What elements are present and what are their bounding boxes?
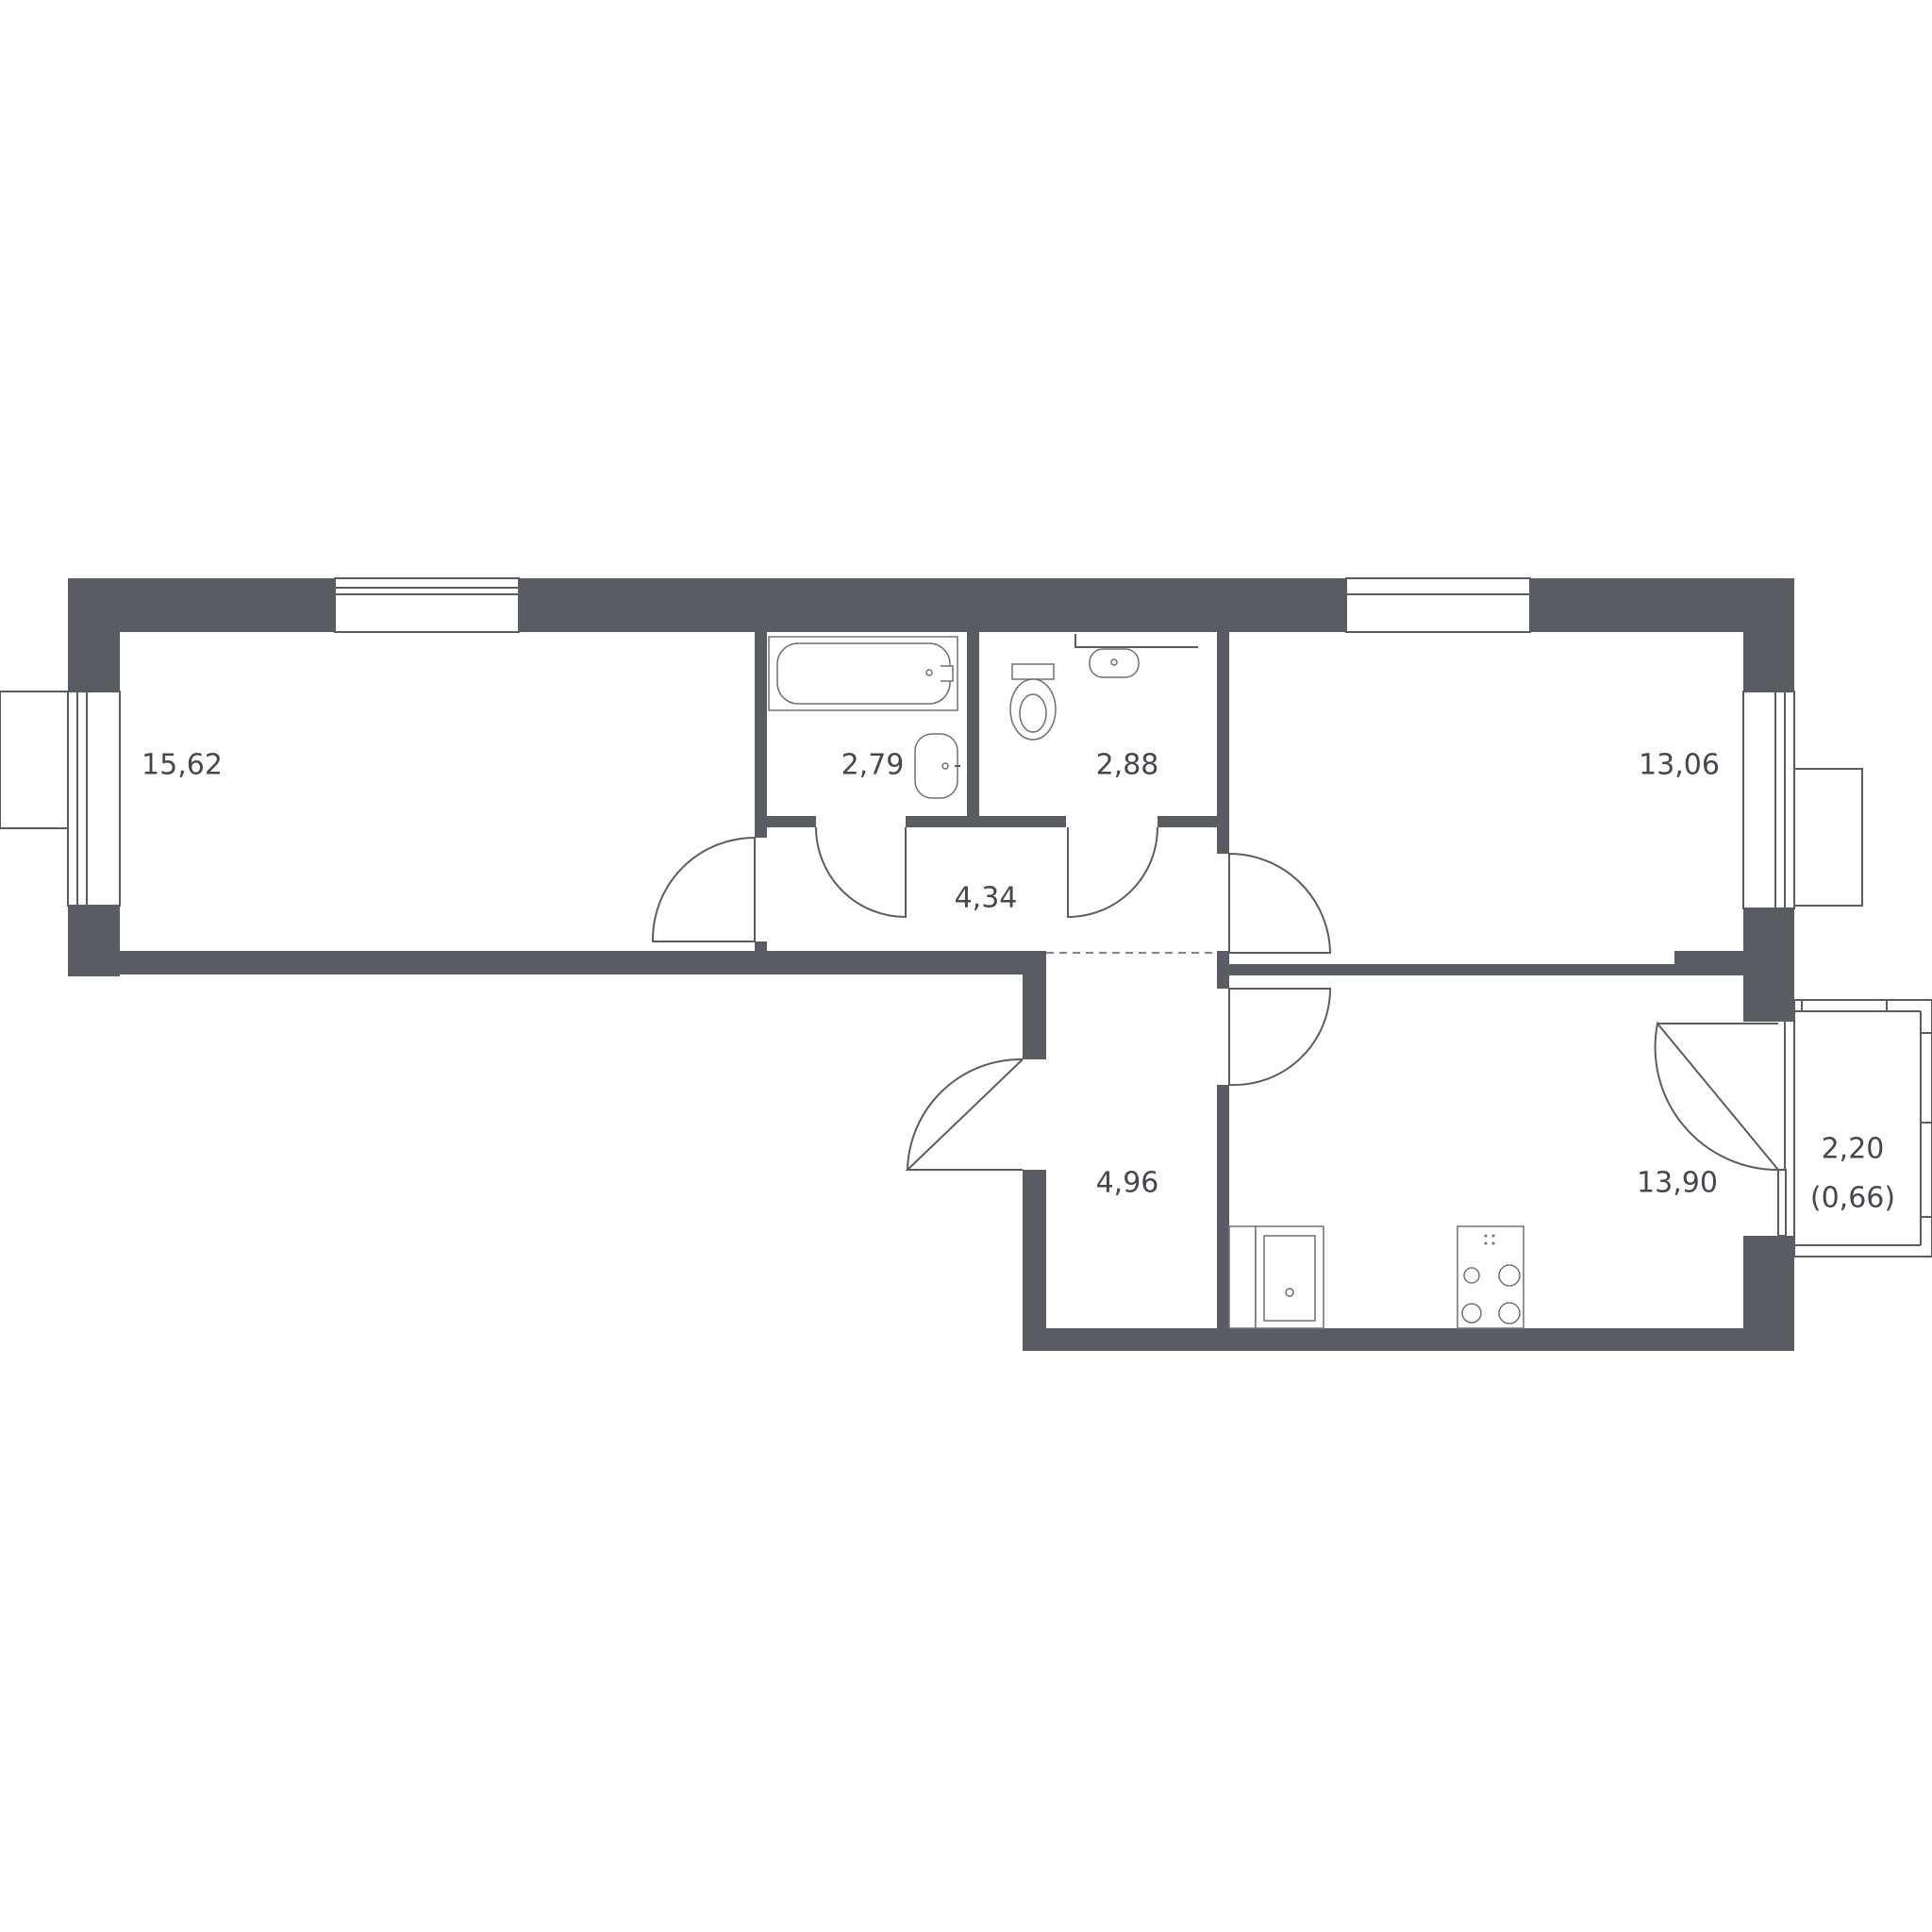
cooktop-icon — [1457, 1225, 1524, 1329]
window-left — [67, 691, 121, 907]
doors — [651, 826, 1779, 1172]
wall-bath-left — [755, 632, 767, 821]
door-right-room — [1228, 853, 1332, 954]
area-hall: 4,96 — [1096, 1167, 1159, 1200]
kitchen-sink-icon — [1228, 1225, 1324, 1329]
wall-corridor-left-stub — [755, 941, 767, 953]
wall-top — [68, 578, 1794, 632]
sink-icon — [914, 733, 960, 799]
wall-hall-left-upper — [1023, 951, 1046, 1059]
balcony-frame — [1793, 999, 1932, 1257]
wall-hall-kitchen — [1217, 1085, 1229, 1328]
wall-room-kitchen — [1229, 964, 1743, 975]
wall-hall-left-lower — [1023, 1170, 1046, 1351]
wc-sink-icon — [1074, 634, 1198, 678]
balcony-door-frame — [1777, 1169, 1787, 1237]
wall-bath-bottom-b — [906, 816, 1066, 827]
wall-bath-bottom-a — [755, 816, 816, 827]
door-left-room — [651, 837, 756, 942]
door-balcony — [1654, 1021, 1779, 1172]
wall-wc-right — [1217, 632, 1229, 854]
window-right-sill — [1793, 768, 1863, 907]
area-room-left: 15,62 — [142, 749, 223, 782]
door-kitchen — [1228, 988, 1332, 1087]
area-balcony: 2,20 — [1822, 1133, 1885, 1166]
door-toilet — [1067, 826, 1158, 919]
wall-right-mid — [1743, 908, 1794, 1022]
window-right — [1742, 691, 1795, 909]
fixtures — [768, 634, 1524, 1329]
area-room-right: 13,06 — [1639, 749, 1720, 782]
wall-stub-junction — [1217, 951, 1229, 989]
window-top-right — [1345, 577, 1531, 633]
window-top-left — [334, 577, 520, 633]
toilet-icon — [1009, 663, 1057, 741]
wall-left-room-bottom — [68, 951, 1023, 974]
area-balcony-reduced: (0,66) — [1810, 1182, 1895, 1215]
wall-bath-wc — [967, 632, 979, 821]
area-bathroom: 2,79 — [841, 749, 905, 782]
door-bathroom — [815, 826, 907, 919]
window-left-sill — [0, 691, 69, 829]
door-entrance — [905, 1058, 1024, 1171]
wall-wc-bottom — [1158, 816, 1229, 827]
balcony-outline — [1777, 999, 1932, 1257]
area-labels: 15,62 2,79 2,88 13,06 4,34 4,96 13,90 2,… — [142, 749, 1895, 1215]
area-kitchen: 13,90 — [1637, 1167, 1718, 1200]
windows — [0, 577, 1863, 1340]
area-toilet: 2,88 — [1096, 749, 1159, 782]
wall-bottom — [1023, 1328, 1794, 1351]
bathtub-icon — [768, 636, 958, 711]
wall-left-upper — [68, 578, 120, 691]
area-corridor: 4,34 — [955, 882, 1018, 915]
wall-room-kitchen-end — [1674, 951, 1743, 975]
